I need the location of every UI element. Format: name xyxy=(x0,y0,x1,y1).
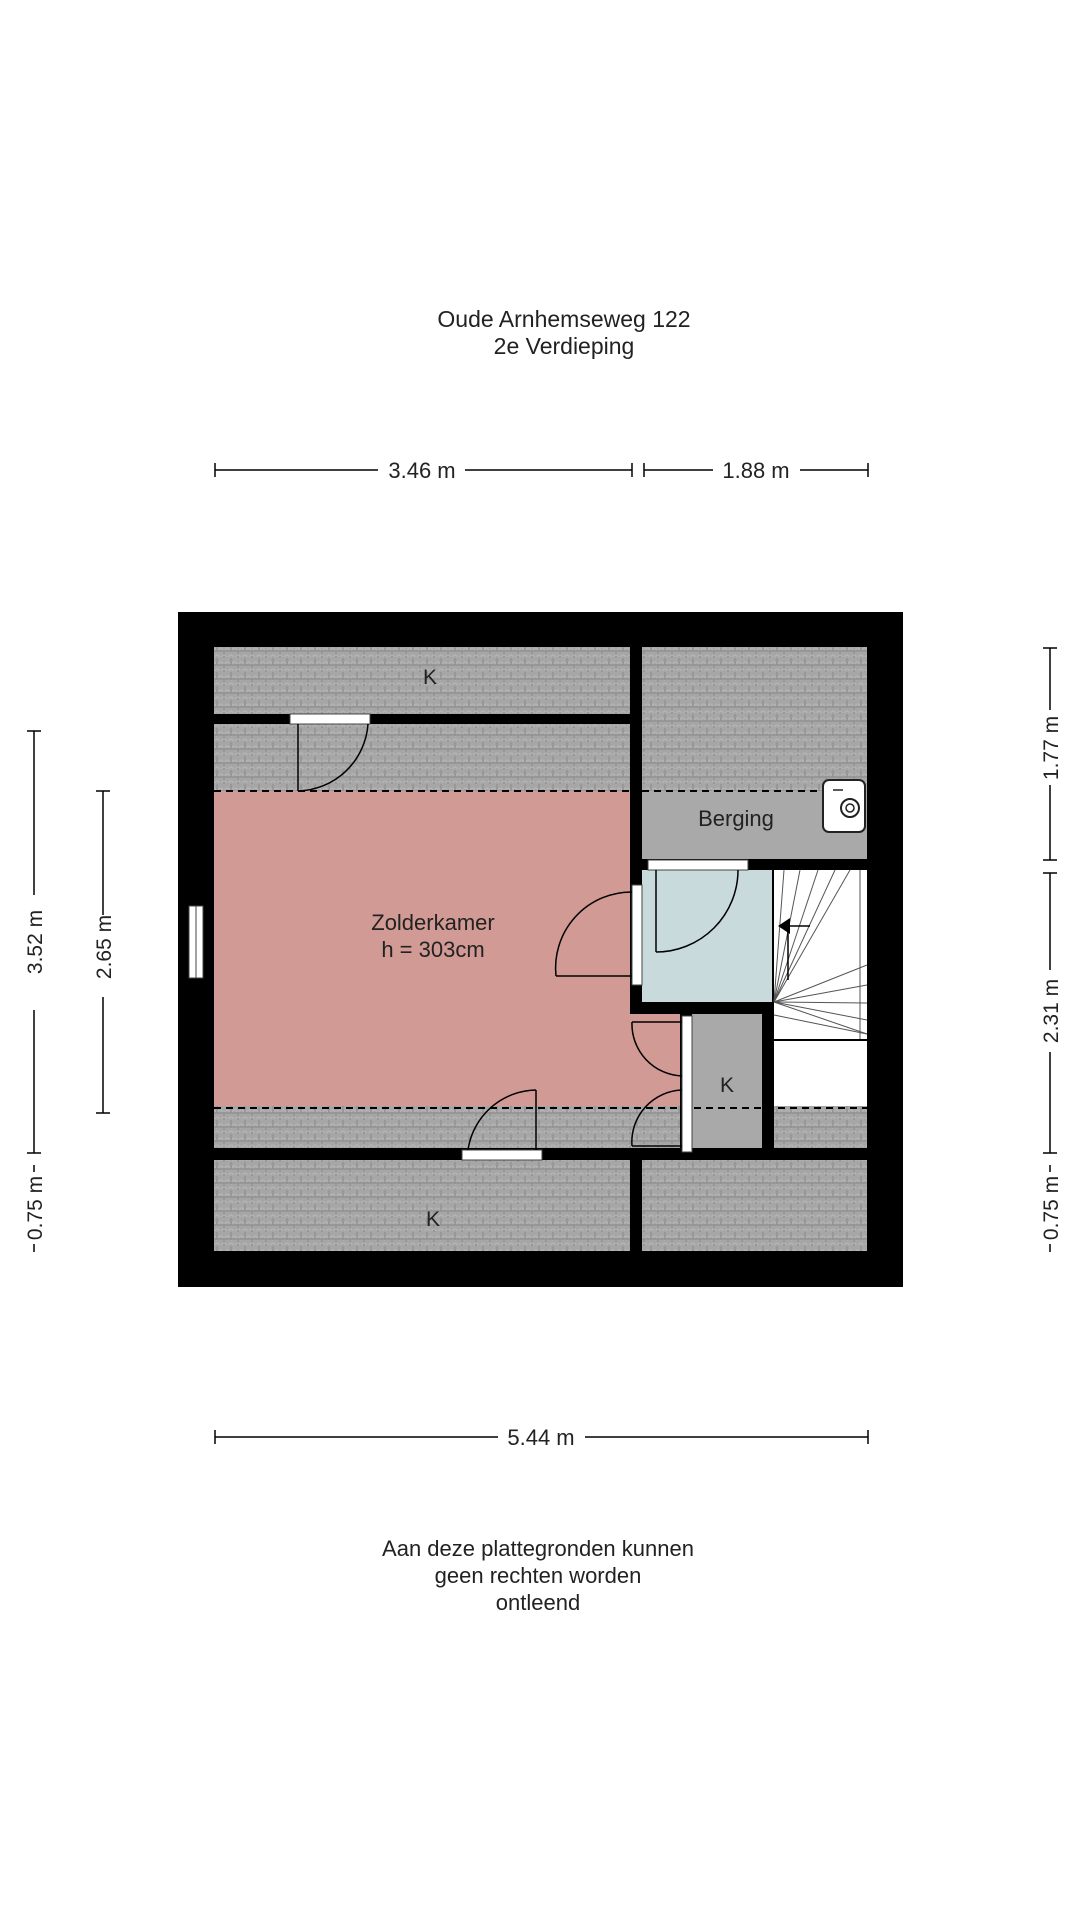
roof-slope-alcove xyxy=(630,1106,680,1148)
door-knieschot-top[interactable] xyxy=(289,713,371,792)
roof-slope-upper xyxy=(214,724,630,792)
floor-title: 2e Verdieping xyxy=(493,333,635,359)
knieschot-bottom-area xyxy=(214,1160,630,1251)
dim-left-bottom: 0.75 m xyxy=(24,1176,47,1240)
roof-slope-bottom-right xyxy=(642,1160,867,1251)
dim-bottom: 5.44 m xyxy=(507,1425,574,1450)
door-landing-left[interactable] xyxy=(554,884,643,986)
zolderkamer-label: Zolderkamer xyxy=(371,910,494,935)
dim-left-inner: 2.65 m xyxy=(93,915,116,979)
dim-right-middle: 2.31 m xyxy=(1040,979,1063,1043)
dim-left-outer: 3.52 m xyxy=(24,910,47,974)
roof-slope-top-right xyxy=(642,647,867,791)
landing-area xyxy=(642,870,772,1002)
dim-right-top: 1.77 m xyxy=(1040,716,1063,780)
dim-right-bottom: 0.75 m xyxy=(1040,1176,1063,1240)
disclaimer-line-1: Aan deze plattegronden kunnen xyxy=(382,1536,694,1561)
berging-label: Berging xyxy=(698,806,774,831)
zolderkamer-height-label: h = 303cm xyxy=(381,937,484,962)
stair-arrow-icon xyxy=(778,918,790,934)
knieschot-top-label: K xyxy=(423,666,437,689)
knieschot-top-area xyxy=(214,647,630,714)
boiler-icon xyxy=(822,779,866,833)
roof-slope-stair-bottom xyxy=(774,1106,867,1148)
disclaimer-line-2: geen rechten worden xyxy=(434,1563,642,1588)
knieschot-bottom-label: K xyxy=(426,1208,440,1231)
knieschot-small-label: K xyxy=(720,1074,734,1097)
roof-slope-lower xyxy=(214,1106,630,1148)
stair-treads xyxy=(773,869,868,1041)
dim-top-left: 3.46 m xyxy=(388,458,455,483)
door-knieschot-bottom[interactable] xyxy=(461,1089,543,1161)
dim-top-right: 1.88 m xyxy=(722,458,789,483)
dimension-lines xyxy=(27,463,1057,1444)
door-knieschot-small[interactable] xyxy=(631,1015,693,1153)
zolderkamer-room xyxy=(214,791,630,1106)
knieschot-small-area xyxy=(692,1014,762,1148)
zolderkamer-alcove xyxy=(630,1014,680,1106)
door-berging[interactable] xyxy=(647,859,749,953)
address-title: Oude Arnhemseweg 122 xyxy=(437,306,691,332)
disclaimer-line-3: ontleend xyxy=(495,1590,581,1615)
